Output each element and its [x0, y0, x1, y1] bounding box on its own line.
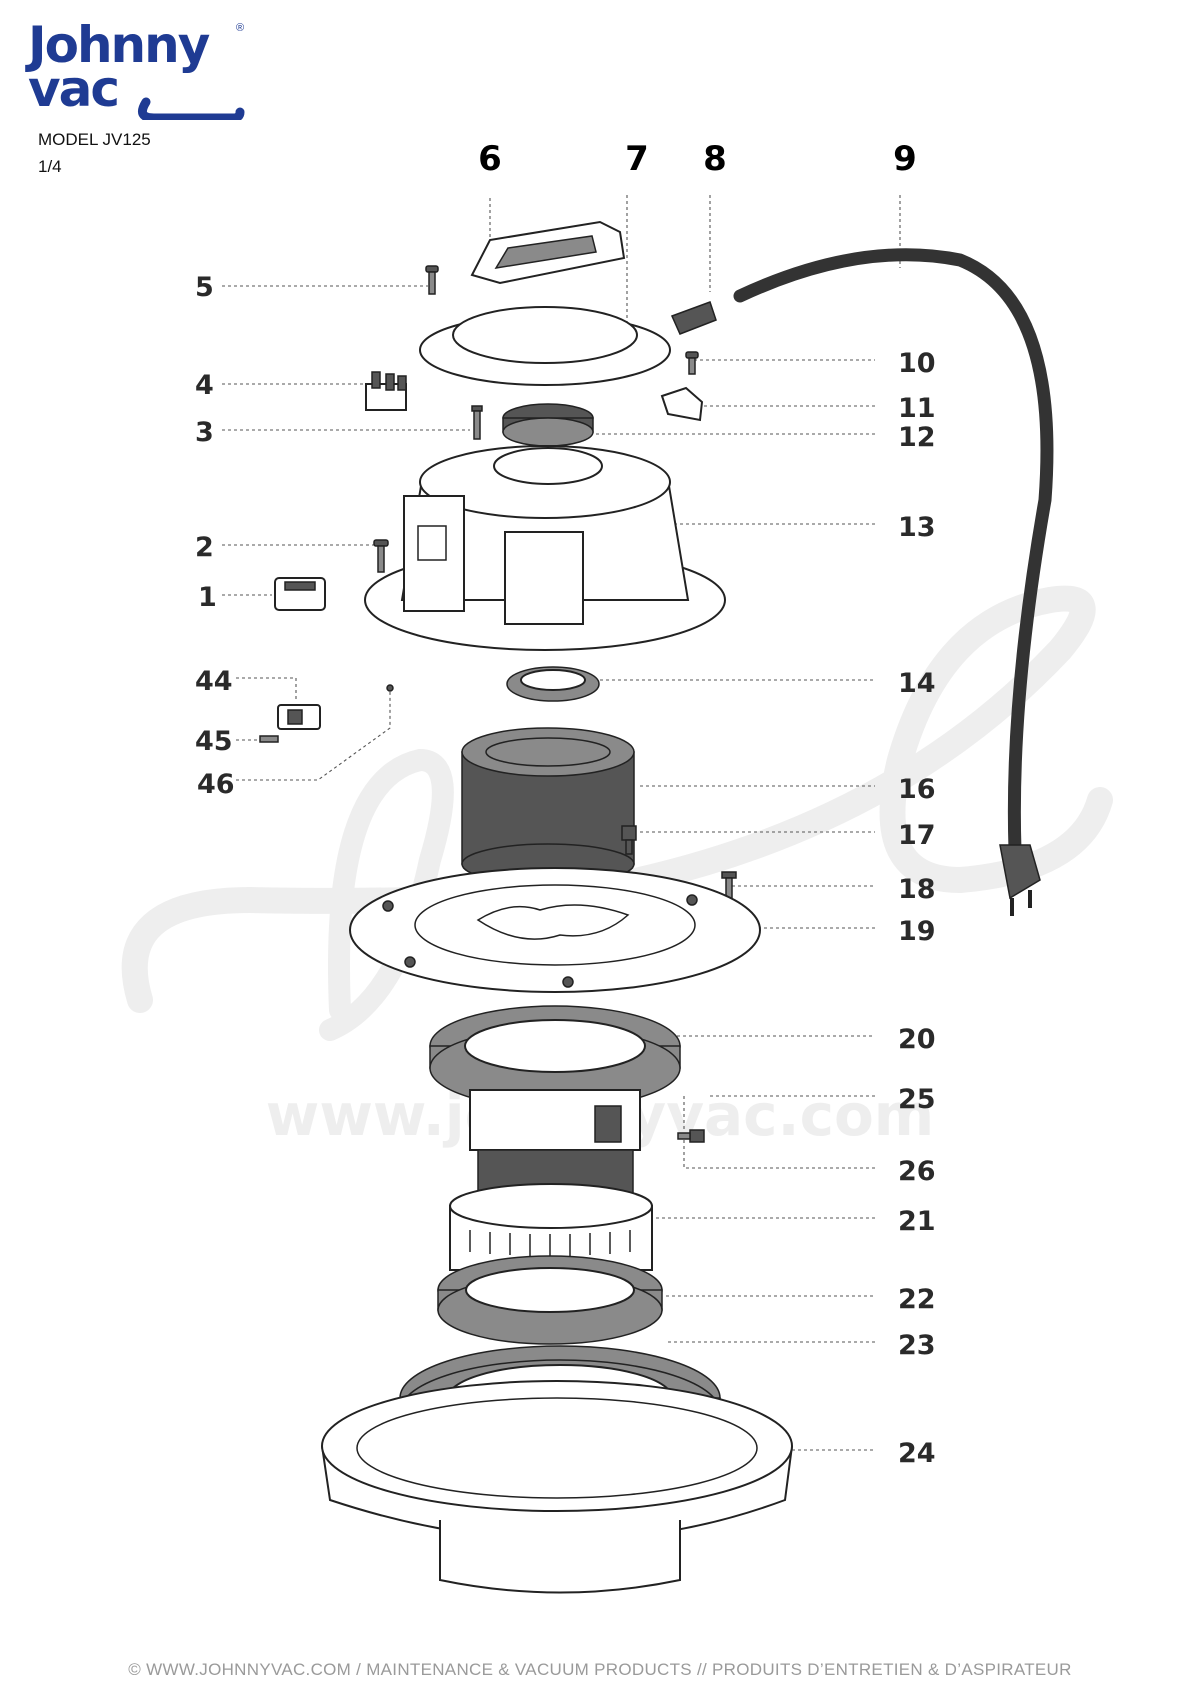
callout-3: 3: [195, 417, 214, 448]
part-ring-22: [437, 1255, 663, 1345]
callout-21: 21: [898, 1206, 936, 1237]
callout-45: 45: [195, 726, 233, 757]
callout-17: 17: [898, 820, 936, 851]
model-header: MODEL JV125 1/4: [38, 126, 151, 180]
registered-mark: ®: [236, 22, 245, 34]
part-cord-grommet: [670, 301, 717, 335]
part-mounting-plate: [349, 867, 761, 993]
callout-20: 20: [898, 1024, 936, 1055]
leader-lines: [222, 195, 901, 1451]
brand-word-johnny: Johnny: [28, 16, 210, 74]
callout-46: 46: [197, 769, 235, 800]
callout-1: 1: [198, 582, 217, 613]
part-terminal-block: [365, 371, 407, 411]
brand-logo: Johnny vac ®: [28, 20, 258, 120]
callout-4: 4: [195, 370, 214, 401]
part-screw-17: [621, 825, 637, 855]
callout-19: 19: [898, 916, 936, 947]
callout-18: 18: [898, 874, 936, 905]
callout-24: 24: [898, 1438, 936, 1469]
callout-6: 6: [478, 139, 502, 179]
callout-14: 14: [898, 668, 936, 699]
part-gasket-12: [502, 403, 594, 447]
part-screw-25: [677, 1129, 705, 1143]
part-handle: [470, 220, 626, 285]
callout-8: 8: [703, 139, 727, 179]
callout-44: 44: [195, 666, 233, 697]
callout-numbers: 6 7 8 9 5 4 3 2 1 44 45 46 10 11 12 13 1…: [195, 139, 936, 1469]
callout-7: 7: [625, 139, 649, 179]
model-label: MODEL JV125: [38, 130, 151, 149]
logo-swoosh-icon: [137, 97, 245, 120]
callout-13: 13: [898, 512, 936, 543]
brand-word-vac: vac: [28, 60, 120, 118]
part-screw-5: [425, 265, 439, 295]
callout-22: 22: [898, 1284, 936, 1315]
part-motor: [449, 1089, 653, 1271]
callout-2: 2: [195, 532, 214, 563]
part-small-switch-44: [277, 704, 321, 730]
part-base-housing: [321, 1380, 793, 1594]
callout-16: 16: [898, 774, 936, 805]
part-screw-3: [471, 405, 483, 440]
callout-5: 5: [195, 272, 214, 303]
callout-9: 9: [893, 139, 917, 179]
part-motor-housing: [364, 445, 726, 651]
callout-10: 10: [898, 348, 936, 379]
part-screw-45: [259, 735, 279, 743]
part-gasket-14: [506, 666, 600, 702]
footer-text: © WWW.JOHNNYVAC.COM / MAINTENANCE & VACU…: [128, 1660, 1072, 1679]
callout-25: 25: [898, 1084, 936, 1115]
callout-11: 11: [898, 393, 936, 424]
callout-23: 23: [898, 1330, 936, 1361]
part-ring-20: [429, 1005, 681, 1109]
callout-12: 12: [898, 422, 936, 453]
part-filter-cartridge: [461, 727, 635, 885]
part-top-cover: [419, 306, 671, 386]
part-screw-2: [373, 539, 389, 573]
part-cord-clamp: [660, 386, 704, 422]
callout-26: 26: [898, 1156, 936, 1187]
part-screw-10: [685, 351, 699, 375]
part-power-cord: [733, 248, 1054, 916]
part-spring-46: [386, 684, 394, 692]
page-number: 1/4: [38, 157, 62, 176]
part-switch: [274, 577, 326, 611]
